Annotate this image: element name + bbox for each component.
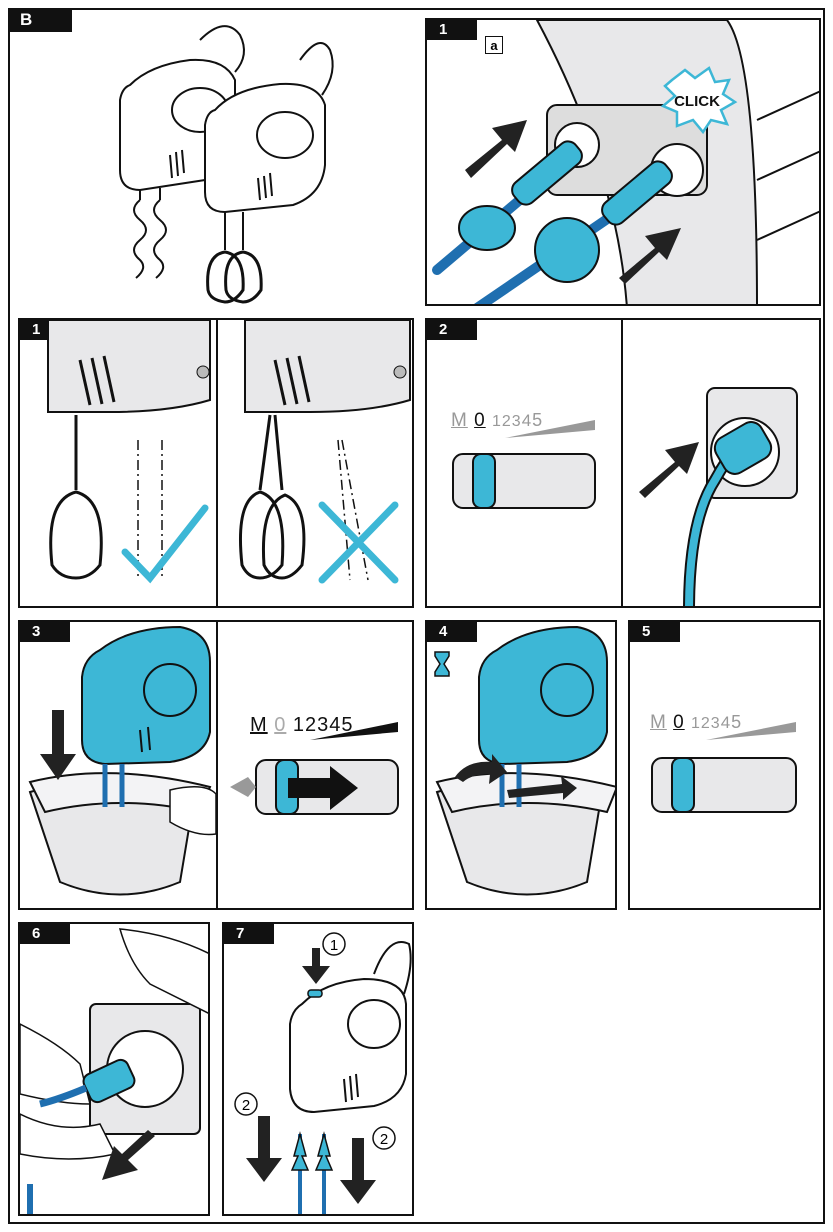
switch-slide-illustration bbox=[230, 722, 399, 815]
mixing-illustration bbox=[28, 625, 217, 896]
panel-7-eject-attachments: 7 1 2 2 bbox=[222, 922, 414, 1216]
speed-0: 0 bbox=[274, 714, 287, 736]
speed-1: 1 bbox=[690, 715, 701, 732]
speed-scale: M 0 12345 bbox=[650, 712, 742, 734]
mixing-motion-illustration bbox=[434, 625, 615, 896]
speed-scale: M 0 12345 bbox=[250, 714, 354, 737]
slide-right-arrow-icon bbox=[288, 766, 358, 810]
speed-3: 3 bbox=[317, 714, 330, 736]
panel-1b-correct-insertion: 1 b bbox=[18, 318, 414, 608]
panel-1a-insert-attachments: 1 a CLICK bbox=[425, 18, 821, 306]
sub-step-label: a bbox=[485, 36, 503, 54]
step-number: 5 bbox=[630, 622, 680, 642]
move-arrow-icon bbox=[507, 776, 577, 800]
pull-arrow-icon bbox=[102, 1130, 155, 1180]
speed-5: 5 bbox=[341, 714, 354, 736]
switch-slider bbox=[472, 453, 496, 509]
speed-2: 2 bbox=[700, 715, 711, 732]
panel-3-start-mixing: 3 M 0 12345 bbox=[18, 620, 414, 910]
speed-4: 4 bbox=[720, 713, 732, 732]
cross-icon bbox=[318, 501, 399, 584]
push-arrow-icon bbox=[465, 120, 527, 178]
callout-1: 1 bbox=[330, 937, 338, 954]
speed-1: 1 bbox=[491, 413, 502, 430]
speed-3: 3 bbox=[511, 413, 522, 430]
hourglass-icon bbox=[434, 651, 450, 677]
step-number: 2 bbox=[427, 320, 477, 340]
speed-3: 3 bbox=[710, 715, 721, 732]
push-arrow-icon bbox=[619, 228, 681, 284]
unplug-illustration bbox=[20, 928, 208, 1214]
step-number: 6 bbox=[20, 924, 70, 944]
page-frame: B bbox=[8, 8, 825, 1224]
switch-slider bbox=[671, 757, 695, 813]
callout-2-circle bbox=[372, 1126, 396, 1150]
panel-2-connect-power: 2 M 0 12345 bbox=[425, 318, 821, 608]
beater-alignment-illustration bbox=[47, 320, 411, 584]
switch-and-socket-illustration bbox=[452, 387, 798, 606]
callout-2-circle bbox=[234, 1092, 258, 1116]
panel-divider bbox=[216, 622, 218, 908]
panel-5-switch-off: 5 M 0 12345 bbox=[628, 620, 821, 910]
step-number: 3 bbox=[20, 622, 70, 642]
panel-6-unplug: 6 bbox=[18, 922, 210, 1216]
eject-illustration: 1 2 2 bbox=[234, 932, 412, 1214]
callout-1-circle bbox=[322, 932, 346, 956]
speed-0: 0 bbox=[673, 712, 685, 733]
callout-2a: 2 bbox=[242, 1097, 250, 1114]
panel-4-mix-with-timer: 4 bbox=[425, 620, 617, 910]
speed-2: 2 bbox=[305, 714, 318, 736]
speed-5: 5 bbox=[532, 410, 544, 430]
rotate-arrow-icon bbox=[455, 754, 507, 784]
speed-4: 4 bbox=[521, 411, 533, 430]
press-arrow-icon bbox=[302, 948, 330, 984]
callout-2b: 2 bbox=[380, 1131, 388, 1148]
speed-1: 1 bbox=[292, 714, 306, 736]
switch-off-illustration bbox=[651, 722, 797, 813]
speed-m: M bbox=[250, 714, 268, 736]
click-burst-icon bbox=[660, 66, 738, 135]
step-number: 1 bbox=[427, 20, 477, 40]
click-text: CLICK bbox=[674, 93, 720, 110]
checkmark-icon bbox=[121, 504, 209, 584]
attachment-insertion-illustration: CLICK bbox=[432, 20, 819, 304]
speed-0: 0 bbox=[474, 410, 486, 431]
step-number: 4 bbox=[427, 622, 477, 642]
lower-arrow-icon bbox=[40, 710, 76, 780]
eject-button bbox=[307, 989, 323, 998]
drop-arrow-icon bbox=[340, 1138, 376, 1204]
panel-divider bbox=[216, 320, 218, 606]
panel-divider bbox=[621, 320, 623, 606]
speed-scale: M 0 12345 bbox=[451, 410, 543, 432]
drop-arrow-icon bbox=[246, 1116, 282, 1182]
step-number: 7 bbox=[224, 924, 274, 944]
speed-m: M bbox=[650, 712, 667, 733]
section-label: B bbox=[8, 8, 72, 32]
speed-5: 5 bbox=[731, 712, 743, 732]
speed-4: 4 bbox=[329, 714, 342, 736]
push-arrow-icon bbox=[639, 442, 699, 498]
speed-2: 2 bbox=[501, 413, 512, 430]
speed-m: M bbox=[451, 410, 468, 431]
